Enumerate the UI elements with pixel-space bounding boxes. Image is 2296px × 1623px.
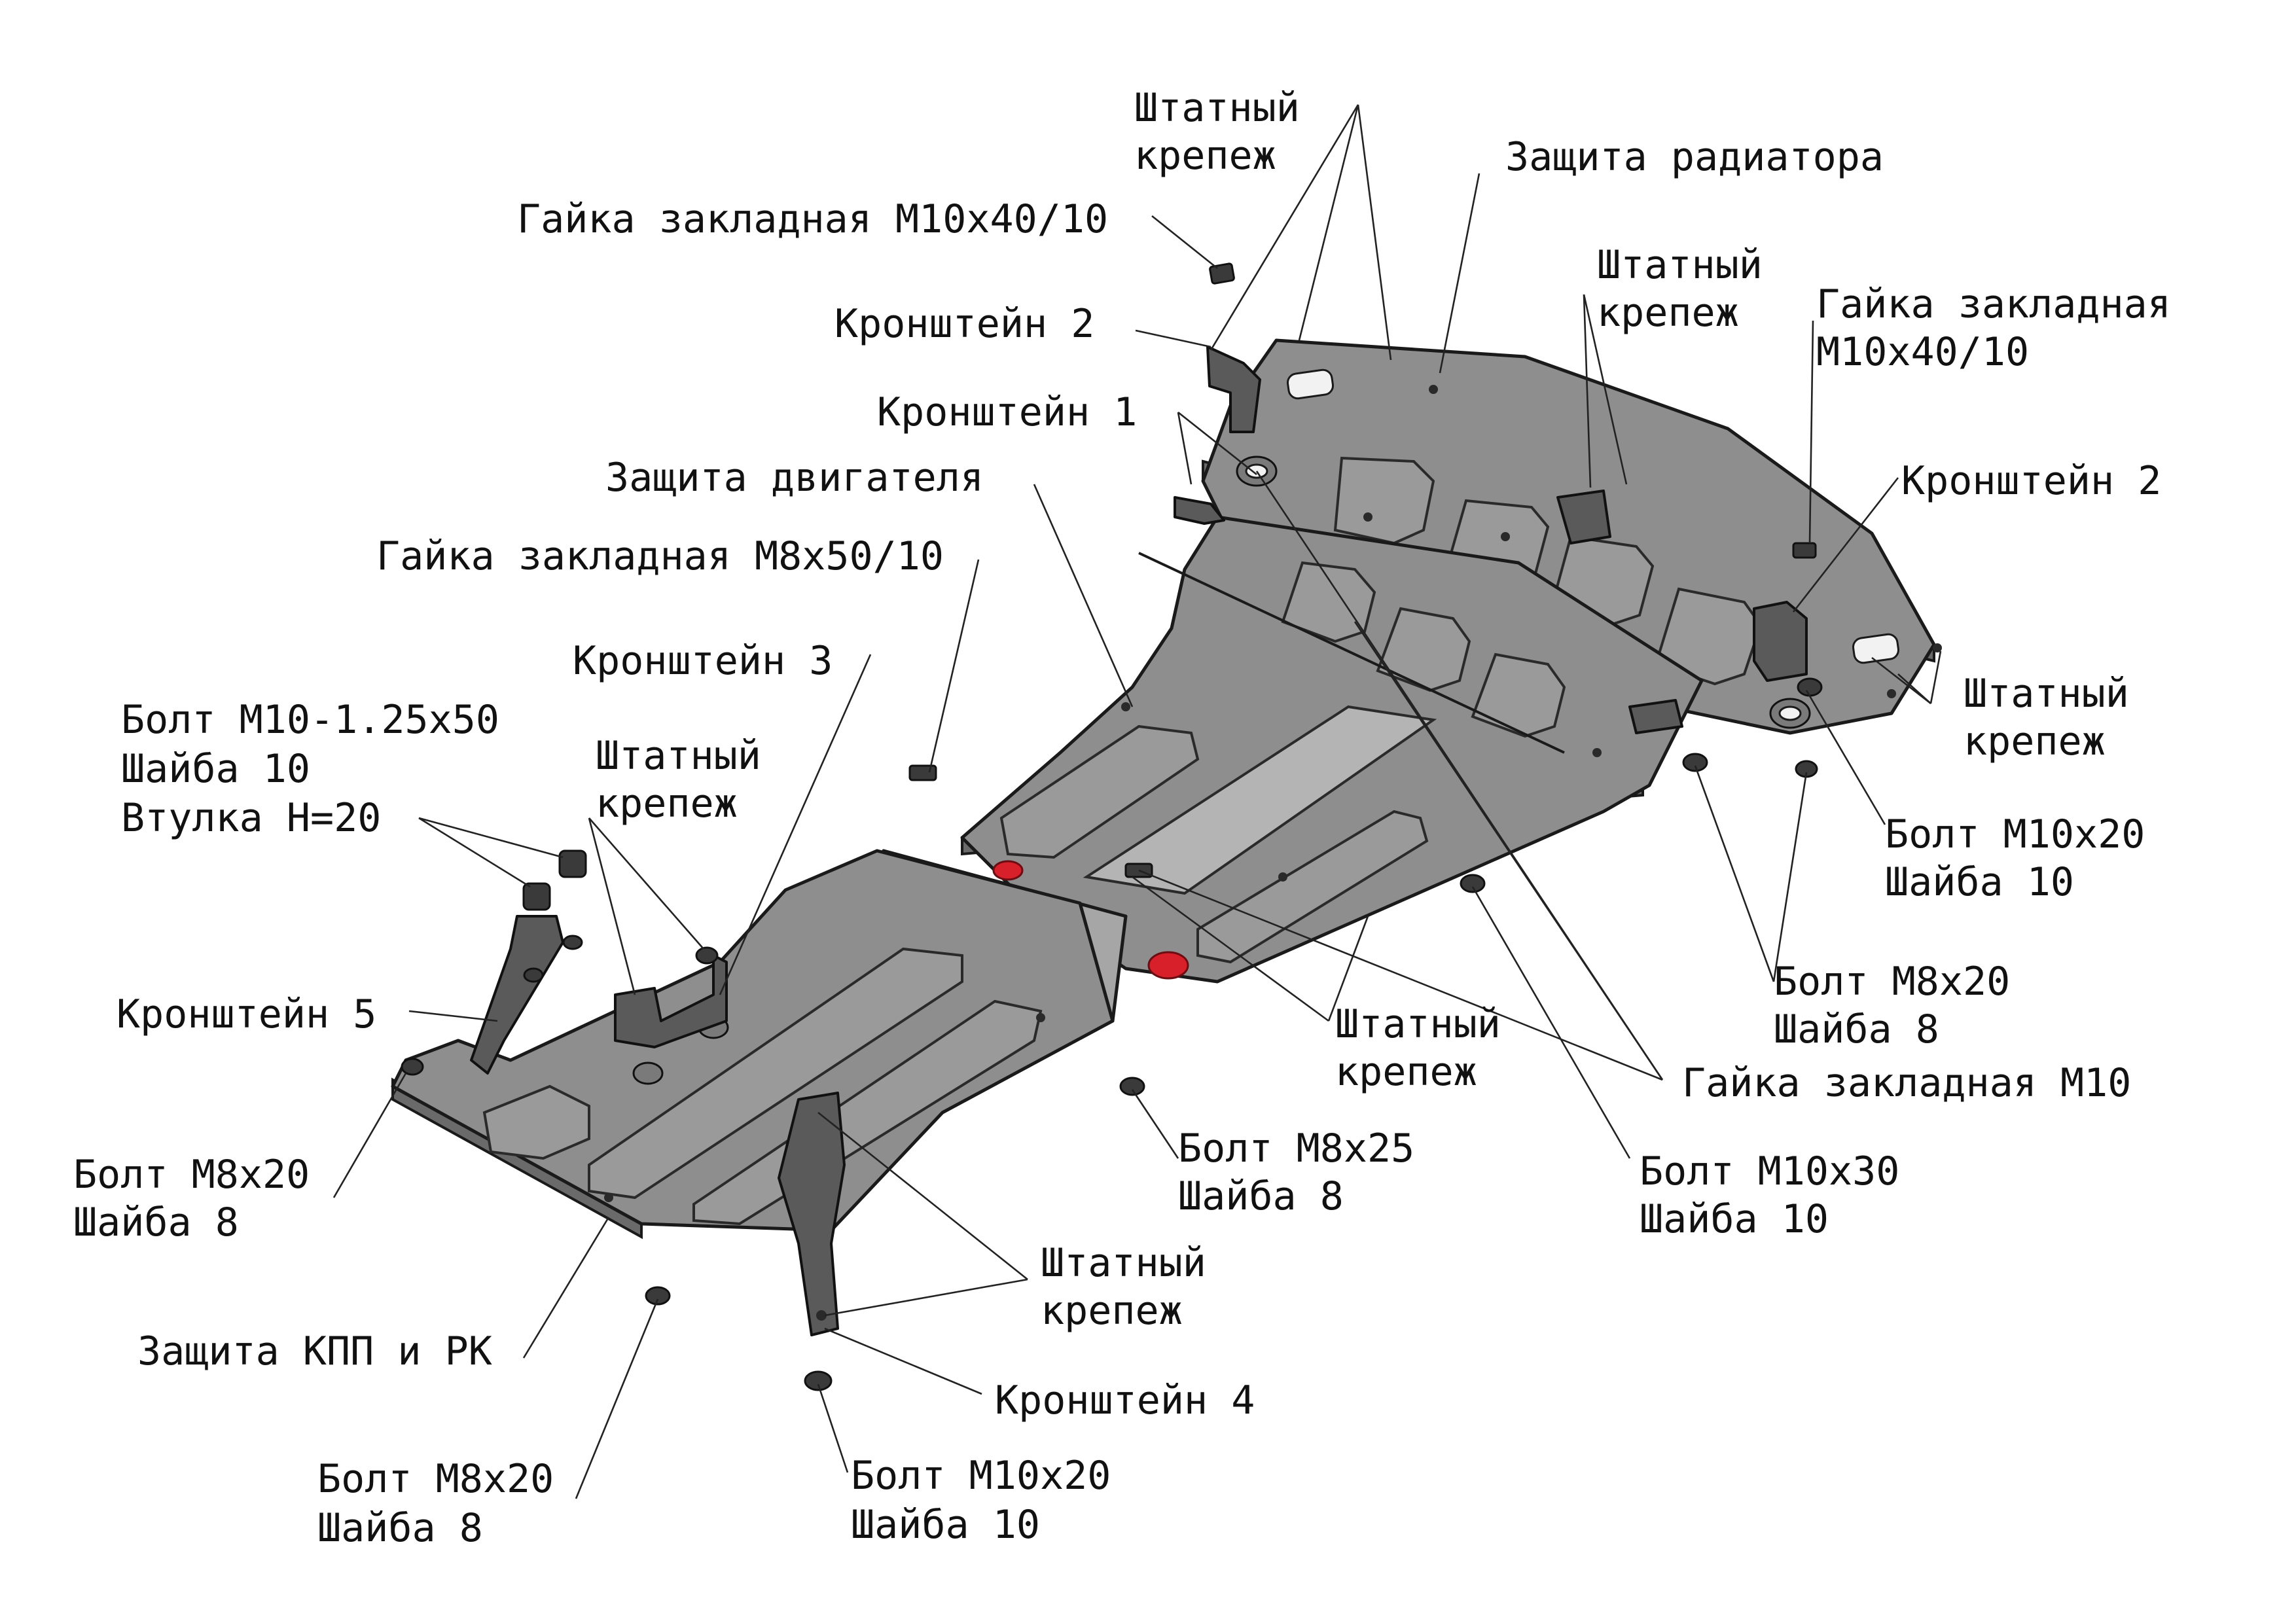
label-bolt-m10-125-1: Болт М10-1.25х50 — [121, 697, 499, 743]
bracket-2-left — [1206, 346, 1261, 433]
embedded-nut-m8 — [908, 764, 937, 781]
label-bolt-m10x20-right-1: Болт М10х20 — [1885, 812, 2145, 857]
engine-rib-3 — [1471, 652, 1566, 738]
gearbox-rib-2 — [588, 947, 963, 1200]
label-bolt-m10x20-bottom-1: Болт М10х20 — [851, 1453, 1111, 1499]
bolts — [401, 677, 1823, 1391]
embedded-nut-right — [1792, 542, 1817, 559]
label-gaika-m8: Гайка закладная М8х50/10 — [376, 533, 944, 579]
bracket-4 — [778, 1092, 846, 1336]
label-gaika-right-1: Гайка закладная — [1816, 281, 2171, 327]
label-bolt-m8x20-bottom-1: Болт М8х20 — [317, 1456, 554, 1502]
label-gaika-right-2: М10х40/10 — [1816, 329, 2029, 375]
bracket-3 — [614, 954, 728, 1048]
bracket-5 — [470, 849, 587, 1075]
engine-rib-6 — [1083, 705, 1437, 895]
label-kronshtein4: Кронштейн 4 — [995, 1378, 1255, 1423]
label-bolt-m10x30-1: Болт М10х30 — [1640, 1149, 1899, 1194]
label-bolt-m8x25-1: Болт М8х25 — [1178, 1126, 1414, 1171]
bracket-2-right — [1753, 601, 1808, 682]
label-bolt-m8x20-left-1: Болт М8х20 — [73, 1152, 310, 1198]
label-shtatny-leftmid-1: Штатный — [596, 733, 761, 779]
label-bolt-m8x20-left-2: Шайба 8 — [73, 1200, 239, 1245]
label-bolt-m10x20-right-2: Шайба 10 — [1885, 859, 2074, 905]
label-shtatny-center-2: крепеж — [1335, 1049, 1477, 1095]
embedded-nut-top — [1209, 262, 1235, 285]
radiator-rib-1 — [1333, 456, 1435, 545]
label-shtatny-bottom-2: крепеж — [1041, 1288, 1183, 1334]
label-shtatny-top-2: крепеж — [1134, 133, 1276, 179]
label-kronshtein3: Кронштейн 3 — [573, 638, 833, 684]
label-shtatny-topmid-1: Штатный — [1597, 242, 1763, 288]
label-bolt-m8x20-bottom-2: Шайба 8 — [317, 1505, 483, 1551]
label-kronshtein1: Кронштейн 1 — [877, 389, 1137, 435]
engine-rib-4 — [999, 724, 1200, 859]
label-kronshtein2-right: Кронштейн 2 — [1901, 458, 2161, 504]
label-shtatny-leftmid-2: крепеж — [596, 781, 738, 827]
label-bolt-m8x20-right-2: Шайба 8 — [1774, 1007, 1939, 1052]
label-bolt-m10x20-bottom-2: Шайба 10 — [851, 1502, 1040, 1548]
label-shtatny-bottom-1: Штатный — [1041, 1240, 1206, 1286]
label-gaika-m10: Гайка закладная М10 — [1682, 1060, 2131, 1106]
red-plug-1 — [992, 860, 1024, 881]
label-gaika-top: Гайка закладная М10х40/10 — [517, 196, 1108, 242]
label-shtatny-center-1: Штатный — [1335, 1001, 1501, 1047]
label-kronshtein5: Кронштейн 5 — [117, 991, 376, 1037]
leader-lines — [332, 104, 1942, 1499]
engine-rib-5 — [1196, 810, 1429, 964]
label-bolt-m8x20-right-1: Болт М8х20 — [1774, 959, 2010, 1005]
radiator-slot-left — [1286, 368, 1335, 400]
gearbox-rib-1 — [482, 1084, 590, 1160]
red-plug-2 — [1147, 951, 1189, 980]
label-shtatny-topmid-2: крепеж — [1597, 290, 1739, 336]
label-zashchita-radiatora: Защита радиатора — [1505, 134, 1884, 180]
label-bolt-m8x25-2: Шайба 8 — [1178, 1173, 1344, 1219]
bracket-1-mounts — [1174, 490, 1683, 734]
label-shtatny-top-1: Штатный — [1134, 85, 1300, 131]
label-shtatny-right-1: Штатный — [1964, 671, 2129, 717]
label-bolt-m10-125-3: Втулка Н=20 — [121, 795, 381, 841]
label-bolt-m10-125-2: Шайба 10 — [121, 746, 310, 792]
callout-labels: Штатный крепеж Защита радиатора Гайка за… — [73, 85, 2171, 1551]
label-kronshtein2-left: Кронштейн 2 — [834, 301, 1094, 347]
label-zashchita-kpp: Защита КПП и РК — [137, 1329, 492, 1374]
engine-rib-2 — [1376, 607, 1471, 692]
label-bolt-m10x30-2: Шайба 10 — [1640, 1196, 1829, 1242]
radiator-slot-right — [1852, 633, 1900, 664]
label-shtatny-right-2: крепеж — [1964, 719, 2106, 764]
label-zashchita-dvigatelya: Защита двигателя — [605, 455, 984, 501]
